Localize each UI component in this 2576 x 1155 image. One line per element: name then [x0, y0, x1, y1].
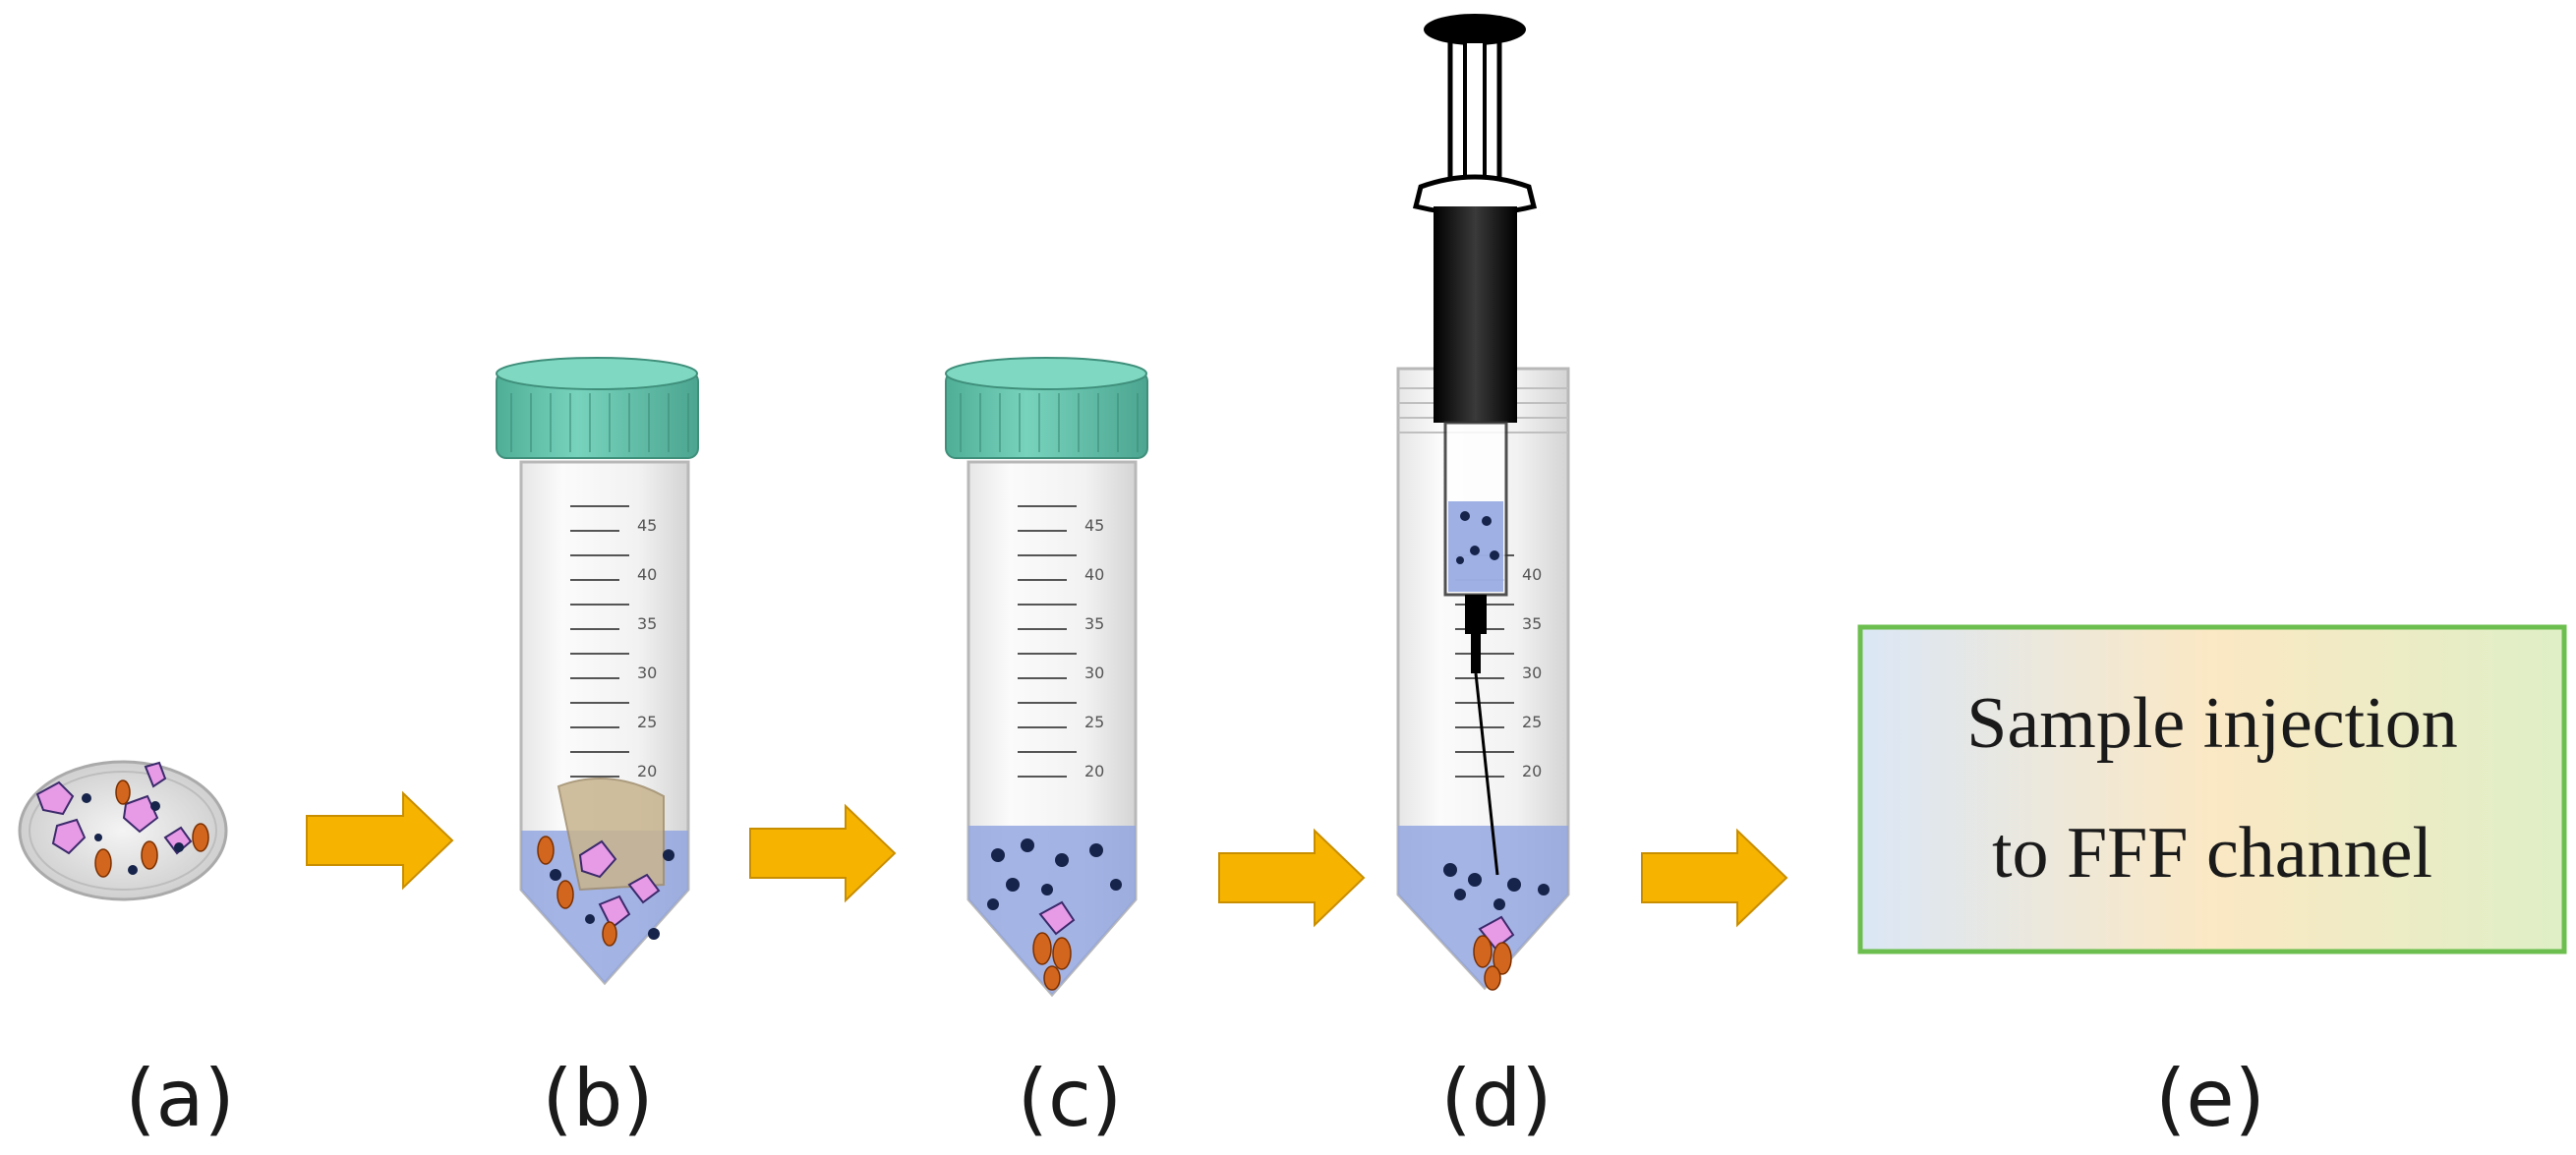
tube-icon: 45 40 35 30 25 20	[945, 357, 1148, 998]
scale-mark: 25	[1084, 713, 1104, 731]
final-box-line1: Sample injection	[1966, 683, 2457, 764]
scale-mark: 40	[1522, 565, 1542, 584]
particles	[82, 780, 209, 878]
scale-mark: 35	[1084, 614, 1104, 633]
scale-mark: 35	[637, 614, 657, 633]
scale-mark: 30	[637, 664, 657, 682]
syringe-icon	[1412, 14, 1538, 876]
scale-mark: 35	[1522, 614, 1542, 633]
final-box-line2: to FFF channel	[1992, 813, 2432, 894]
scale-mark: 40	[637, 565, 657, 584]
right-arrow-icon	[306, 790, 454, 891]
scale-mark: 20	[1522, 762, 1542, 780]
step-label-d: (d)	[1440, 1053, 1551, 1144]
step-label-e: (e)	[2155, 1053, 2265, 1144]
scale-mark: 25	[1522, 713, 1542, 731]
tissue-fragments	[35, 761, 193, 855]
scale-mark: 30	[1522, 664, 1542, 682]
right-arrow-icon	[1218, 828, 1366, 928]
tube-icon: 45 40 35 30 25 20	[496, 357, 699, 986]
scale-mark: 40	[1084, 565, 1104, 584]
tube-icon: 40 35 30 25 20	[1396, 367, 1570, 991]
right-arrow-icon	[749, 803, 897, 903]
scale-mark: 45	[1084, 516, 1104, 535]
step-label-b: (b)	[542, 1053, 653, 1144]
step-label-a: (a)	[125, 1053, 234, 1144]
petri-dish-icon	[18, 760, 228, 901]
scale-mark: 25	[637, 713, 657, 731]
scale-mark: 20	[637, 762, 657, 780]
right-arrow-icon	[1641, 828, 1788, 928]
scale-mark: 30	[1084, 664, 1104, 682]
scale-mark: 45	[637, 516, 657, 535]
scale-mark: 20	[1084, 762, 1104, 780]
final-step-box: Sample injection to FFF channel	[1857, 624, 2567, 954]
step-label-c: (c)	[1018, 1053, 1122, 1144]
